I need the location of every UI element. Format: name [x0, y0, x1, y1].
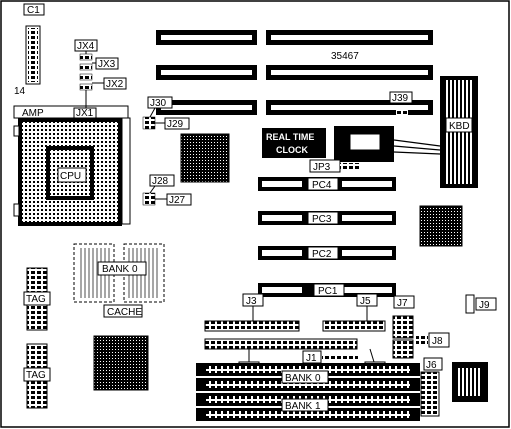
- jx4-label: JX4: [77, 41, 95, 52]
- j29-label: J29: [167, 119, 184, 130]
- c1-label: C1: [27, 5, 40, 16]
- pc4-label: PC4: [312, 180, 332, 191]
- cache-label: CACHE: [107, 307, 142, 318]
- j30-label: J30: [150, 98, 167, 109]
- chipset: [180, 133, 230, 183]
- j27-j28-jumpers: J28 J27: [142, 174, 192, 206]
- controller-chip: [419, 205, 463, 247]
- jx-jumper-block: JX4 JX3 JX2: [74, 39, 127, 91]
- simm-banks: BANK 0 BANK 1: [196, 363, 420, 421]
- bios-chip: [93, 335, 149, 391]
- tag-label-1: TAG: [26, 294, 46, 305]
- keyboard-connector: J39 KBD: [389, 76, 478, 188]
- power-connector: [452, 362, 488, 402]
- rtc-label-line1: REAL TIME: [266, 132, 314, 142]
- j7-label: J7: [397, 298, 408, 309]
- pc3-label: PC3: [312, 214, 332, 225]
- j27-label: J27: [169, 195, 186, 206]
- j29-j30-jumpers: J30 J29: [142, 96, 190, 130]
- jx1-label: JX1: [76, 108, 94, 119]
- j6-label: J6: [426, 360, 437, 371]
- j3-label: J3: [246, 296, 257, 307]
- cache-bank0-label: BANK 0: [102, 264, 138, 275]
- cache-bank: BANK 0 CACHE: [73, 243, 165, 318]
- jx3-label: JX3: [98, 59, 116, 70]
- jp3-label: JP3: [313, 162, 331, 173]
- j28-label: J28: [152, 176, 169, 187]
- jx2-label: JX2: [106, 79, 124, 90]
- pin-14-label: 14: [14, 86, 26, 97]
- tag-label-2: TAG: [26, 370, 46, 381]
- kbd-label: KBD: [449, 121, 470, 132]
- j39-label: J39: [392, 93, 409, 104]
- j5-connector: J5: [322, 293, 386, 332]
- j9-connector: J9: [465, 294, 497, 314]
- cpu-label: CPU: [60, 171, 81, 182]
- isa-slots: [156, 30, 433, 115]
- pc-slots: PC4 PC3 PC2 PC1: [258, 177, 396, 297]
- simm-bank1-label: BANK 1: [285, 401, 321, 412]
- amp-label: AMP: [22, 108, 44, 119]
- simm-bank0-label: BANK 0: [285, 373, 321, 384]
- pc1-label: PC1: [318, 286, 338, 297]
- real-time-clock: REAL TIME CLOCK JP3: [262, 126, 441, 173]
- pc2-label: PC2: [312, 249, 332, 260]
- c1-connector: C1 14: [14, 3, 45, 97]
- j5-label: J5: [360, 296, 371, 307]
- board-number: 35467: [331, 51, 359, 62]
- tag-chips: TAG TAG: [23, 267, 51, 409]
- j9-label: J9: [479, 300, 490, 311]
- rtc-label-line2: CLOCK: [276, 145, 308, 155]
- j8-label: J8: [432, 336, 443, 347]
- j1-label: J1: [306, 353, 317, 364]
- j6-j7-j8-connectors: J7 J8 J6: [392, 295, 450, 417]
- cpu-socket: AMP JX1 CPU: [13, 90, 131, 226]
